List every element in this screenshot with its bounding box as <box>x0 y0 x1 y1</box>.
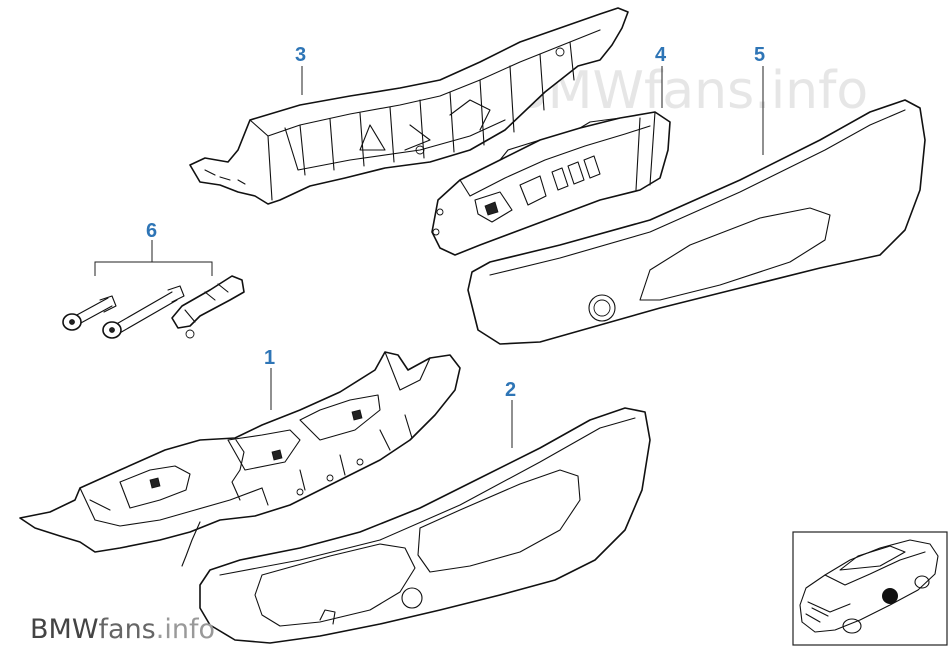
part-2-outer-trim-panel <box>199 407 651 644</box>
thumbnail-frame <box>792 531 948 646</box>
callouts: 1 2 3 4 5 6 <box>146 44 765 401</box>
callout-1: 1 <box>264 347 275 369</box>
watermark-brand: BMW <box>30 614 99 645</box>
watermark-corner: BMWfans.info <box>30 614 215 645</box>
part-1-seat-switch-assembly <box>19 351 461 567</box>
callout-4: 4 <box>655 44 667 66</box>
part-6-fastener-set <box>62 240 245 339</box>
callout-6: 6 <box>146 220 157 242</box>
leader-lines <box>270 66 764 448</box>
part-3-seat-frame-bracket <box>189 7 629 205</box>
location-marker <box>882 588 898 604</box>
part-5-side-trim-cover <box>467 99 926 345</box>
callout-5: 5 <box>754 44 765 66</box>
car-location-icon <box>799 539 939 634</box>
watermark-tld: .info <box>156 614 215 645</box>
callout-3: 3 <box>295 44 306 66</box>
car-location-thumbnail <box>792 531 948 646</box>
watermark-site: fans <box>99 614 156 645</box>
callout-2: 2 <box>505 379 516 401</box>
part-4-switch-module <box>431 111 671 256</box>
